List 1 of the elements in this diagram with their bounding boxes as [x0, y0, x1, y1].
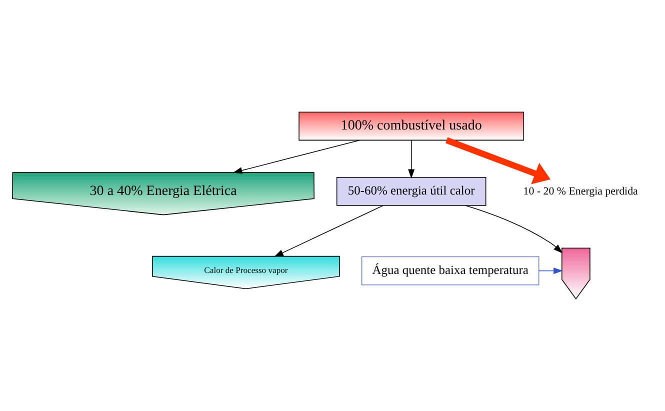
node-text: 10 - 20 % Energia perdida [523, 185, 638, 198]
